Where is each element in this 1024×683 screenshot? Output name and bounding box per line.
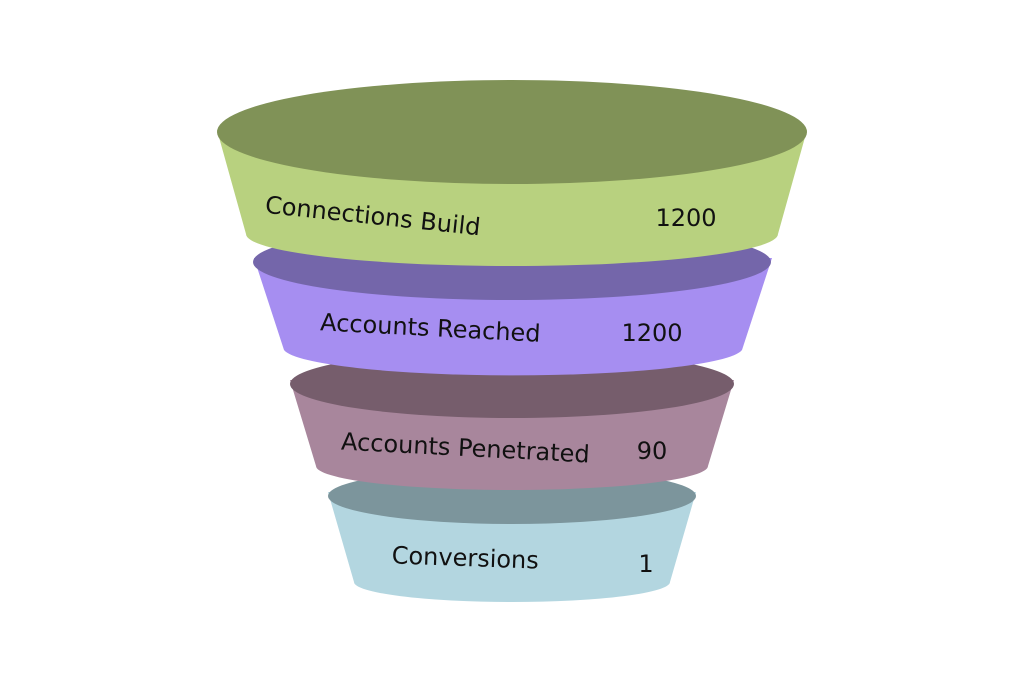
funnel-stage-accounts-reached-value: 1200 bbox=[621, 319, 682, 347]
funnel-stage-connections-build-top bbox=[217, 80, 807, 184]
funnel-stage-conversions-label: Conversions bbox=[391, 541, 539, 574]
funnel-stage-accounts-penetrated-value: 90 bbox=[637, 437, 668, 465]
funnel-stage-conversions-value: 1 bbox=[638, 550, 653, 578]
funnel-stage-connections-build: Connections Build 1200 bbox=[217, 80, 807, 266]
funnel-stage-connections-build-value: 1200 bbox=[655, 204, 716, 232]
